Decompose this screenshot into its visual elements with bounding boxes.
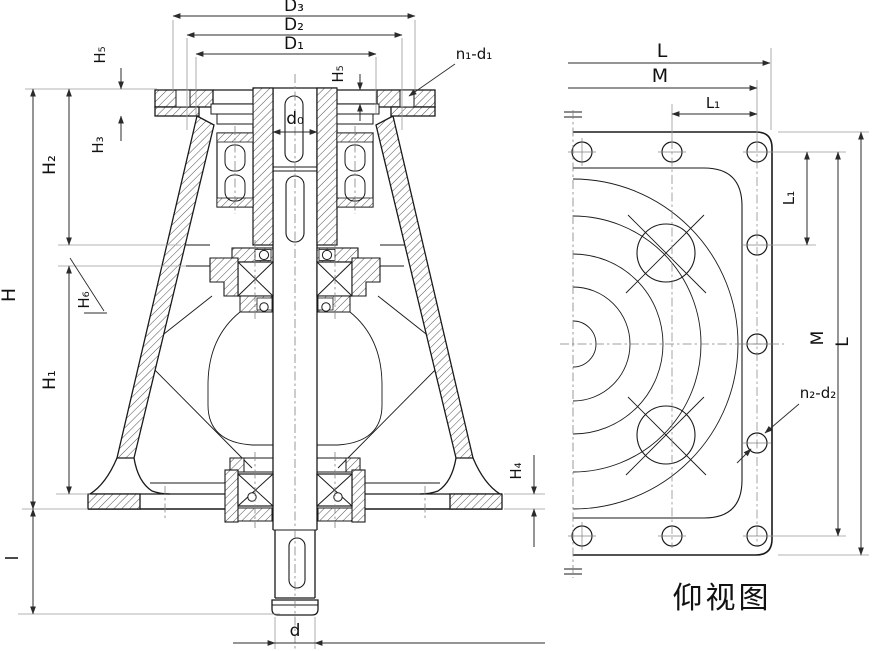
dim-label-d0: d₀ <box>286 109 304 129</box>
dim-label-h2: H₂ <box>40 155 60 175</box>
front-view-labels: D₃ D₂ D₁ n₁-d₁ H₅ H₃ H₂ H H₆ H₁ l H₅ H₄ … <box>0 0 525 641</box>
bottom-view-labels: L M L₁ L₁ M L n₂-d₂ 仰视图 <box>652 40 853 616</box>
bottom-view-flange <box>564 111 773 575</box>
front-view-housing <box>87 115 503 510</box>
dim-label-h3: H₃ <box>89 136 107 153</box>
centerlines-bottom <box>560 110 784 578</box>
dim-label-L1-top: L₁ <box>706 94 720 112</box>
foot-right <box>449 493 503 510</box>
extension-lines-bottom <box>671 48 869 556</box>
dim-label-n2-d2: n₂-d₂ <box>800 384 836 402</box>
dimension-lines-front <box>30 13 545 646</box>
middle-bearing-housing <box>209 247 381 313</box>
dim-label-h6: H₆ <box>75 291 93 308</box>
dim-label-h5-top: H₅ <box>91 46 109 63</box>
centerlines-front <box>164 74 426 650</box>
dim-label-h5-flange: H₅ <box>329 65 347 82</box>
bottom-view: L M L₁ L₁ M L n₂-d₂ 仰视图 <box>560 40 869 616</box>
dim-label-M-side: M <box>808 331 828 346</box>
dim-label-n1-d1: n₁-d₁ <box>456 45 492 63</box>
hole-ticks <box>568 138 771 550</box>
foot-left <box>87 493 141 510</box>
dim-label-h1: H₁ <box>40 370 60 390</box>
dim-label-L-top: L <box>657 40 668 62</box>
dim-label-M-top: M <box>652 65 668 87</box>
keyway-input <box>284 95 304 163</box>
dim-label-h4: H₄ <box>507 462 525 479</box>
crossed-hole-top <box>625 214 707 294</box>
view-caption: 仰视图 <box>673 581 772 616</box>
dim-label-d1: D₁ <box>284 34 304 54</box>
dimension-lines-bottom <box>568 60 864 556</box>
dim-label-L-side: L <box>833 337 853 347</box>
dim-label-L1-side: L₁ <box>780 191 798 205</box>
input-hub <box>252 87 338 246</box>
dim-label-h: H <box>0 288 20 302</box>
keyway-output <box>288 537 306 589</box>
dim-label-d: d <box>290 621 301 641</box>
dim-label-l-lower: l <box>3 556 23 561</box>
flange-bolt-hole-left <box>175 89 191 108</box>
dim-label-d3: D₃ <box>284 0 304 16</box>
dim-label-d2: D₂ <box>284 15 304 35</box>
crossed-hole-bottom <box>625 396 707 476</box>
bottom-bearing-boss <box>224 457 366 523</box>
front-view: D₃ D₂ D₁ n₁-d₁ H₅ H₃ H₂ H H₆ H₁ l H₅ H₄ … <box>0 0 545 650</box>
